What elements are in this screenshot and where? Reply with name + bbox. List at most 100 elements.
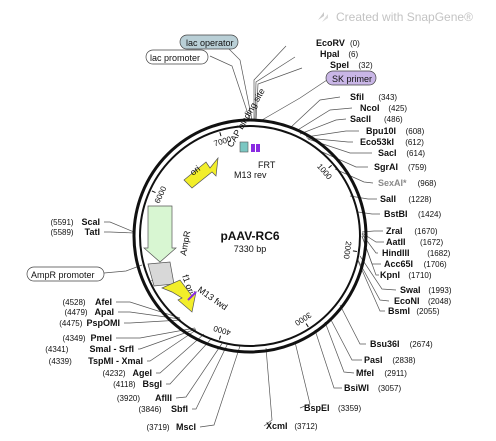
site-name: SacII bbox=[350, 114, 371, 124]
feature-lac-operator[interactable]: lac operator bbox=[179, 34, 239, 50]
feature-ori[interactable]: ori bbox=[183, 156, 219, 189]
site-position: (425) bbox=[388, 104, 407, 113]
site-label[interactable]: ApaI(4479) bbox=[64, 307, 114, 317]
site-label[interactable]: AfeI(4528) bbox=[62, 297, 112, 307]
site-label[interactable]: SfiI(343) bbox=[350, 92, 397, 102]
site-label[interactable]: ScaI(5591) bbox=[50, 217, 100, 227]
plasmid-name: pAAV-RC6 bbox=[220, 229, 279, 243]
site-position: (32) bbox=[358, 61, 373, 70]
site-label[interactable]: TatI(5589) bbox=[50, 227, 100, 237]
site-position: (5589) bbox=[50, 228, 73, 237]
site-label[interactable]: AgeI(4232) bbox=[102, 368, 152, 378]
site-position: (1670) bbox=[414, 227, 437, 236]
site-position: (2674) bbox=[410, 340, 433, 349]
site-label[interactable]: AatII (1672) bbox=[386, 237, 443, 247]
site-name: XcmI bbox=[266, 421, 288, 431]
site-label[interactable]: XcmI (3712) bbox=[266, 421, 318, 431]
site-label[interactable]: Bsu36I(2674) bbox=[370, 339, 433, 349]
site-label[interactable]: ZraI(1670) bbox=[386, 226, 438, 236]
site-label[interactable]: SacII (486) bbox=[350, 114, 403, 124]
site-position: (1424) bbox=[418, 210, 441, 219]
site-label[interactable]: SpeI(32) bbox=[330, 60, 373, 70]
site-label[interactable]: SbfI(3846) bbox=[138, 404, 188, 414]
site-label[interactable]: Bpu10I(608) bbox=[366, 126, 425, 136]
ring-tick bbox=[151, 190, 156, 194]
site-name: MfeI bbox=[356, 368, 374, 378]
site-position: (1672) bbox=[420, 238, 443, 247]
ring-tick-label: 4000 bbox=[212, 323, 232, 337]
site-label[interactable]: HindIII(1682) bbox=[382, 248, 451, 258]
site-label[interactable]: AflII(3920) bbox=[117, 393, 172, 403]
site-name: KpnI bbox=[380, 270, 400, 280]
site-label[interactable]: EcoRV(0) bbox=[316, 38, 360, 48]
feature-ampr-label: AmpR bbox=[178, 229, 192, 256]
feature-ori-bottom[interactable] bbox=[161, 279, 197, 313]
site-name: SfiI bbox=[350, 92, 364, 102]
site-label[interactable]: Acc65I(1706) bbox=[384, 259, 447, 269]
ring-tick bbox=[352, 250, 357, 252]
site-label[interactable]: BsgI(4118) bbox=[113, 379, 162, 389]
site-name: EcoRV bbox=[316, 38, 345, 48]
sites-left: ScaI(5591)TatI(5589) AfeI(4528)ApaI(4479)… bbox=[45, 217, 196, 432]
site-name: AatII bbox=[386, 237, 406, 247]
site-position: (3712) bbox=[294, 422, 317, 431]
site-label[interactable]: SexAI*(968) bbox=[378, 178, 437, 188]
feature-sk-primer[interactable]: SK primer bbox=[325, 70, 377, 86]
site-label[interactable]: BsiWI(3057) bbox=[344, 383, 401, 393]
plasmid-size: 7330 bp bbox=[234, 244, 267, 254]
site-name: SalI bbox=[380, 194, 396, 204]
site-label[interactable]: SmaI - SrfI(4341) bbox=[45, 344, 134, 354]
site-label[interactable]: SacI(614) bbox=[378, 148, 425, 158]
site-position: (2048) bbox=[428, 297, 451, 306]
site-label[interactable]: MfeI (2911) bbox=[356, 368, 407, 378]
sites-right: EcoRV(0)HpaI(6)SpeI(32) SfiI(343)NcoI(425… bbox=[266, 38, 452, 431]
watermark-text: Created with SnapGene® bbox=[336, 10, 473, 24]
site-name: HindIII bbox=[382, 248, 410, 258]
site-position: (2911) bbox=[384, 369, 407, 378]
site-label[interactable]: MscI(3719) bbox=[146, 422, 196, 432]
site-label[interactable]: BstBI(1424) bbox=[384, 209, 441, 219]
site-name: AfeI bbox=[95, 297, 112, 307]
site-name: PspOMI bbox=[86, 318, 120, 328]
site-label[interactable]: PmeI(4349) bbox=[62, 333, 112, 343]
site-label[interactable]: SgrAI(759) bbox=[374, 162, 427, 172]
site-name: MscI bbox=[176, 422, 196, 432]
feature-frt[interactable]: FRT bbox=[251, 144, 276, 170]
outer-features: lac operator lac promoter SK primer AmpR… bbox=[26, 34, 377, 282]
site-name: TspMI - XmaI bbox=[88, 356, 143, 366]
plasmid-title: pAAV-RC6 7330 bp bbox=[220, 229, 279, 254]
site-name: SbfI bbox=[171, 404, 188, 414]
site-position: (3359) bbox=[338, 404, 361, 413]
site-label[interactable]: HpaI(6) bbox=[320, 49, 359, 59]
site-name: BsgI bbox=[142, 379, 162, 389]
feature-ampr-promoter[interactable]: AmpR promoter bbox=[26, 266, 105, 282]
site-name: SgrAI bbox=[374, 162, 398, 172]
feature-ampr[interactable]: AmpR bbox=[143, 205, 192, 263]
site-label[interactable]: Eco53kI(612) bbox=[360, 137, 424, 147]
site-label[interactable]: TspMI - XmaI(4339) bbox=[49, 356, 143, 366]
site-name: HpaI bbox=[320, 49, 340, 59]
ring-tick bbox=[305, 323, 309, 328]
site-label[interactable]: BsmI(2055) bbox=[388, 306, 440, 316]
site-name: SexAI* bbox=[378, 178, 407, 188]
site-label[interactable]: BspEI(3359) bbox=[304, 403, 361, 413]
site-label[interactable]: EcoNI(2048) bbox=[394, 296, 451, 306]
site-position: (486) bbox=[384, 115, 403, 124]
feature-ori-label: ori bbox=[188, 164, 202, 178]
feature-lac-promoter[interactable]: lac promoter bbox=[145, 49, 209, 65]
site-label[interactable]: SalI(1228) bbox=[380, 194, 432, 204]
sk-primer-label: SK primer bbox=[332, 74, 372, 84]
site-leaders bbox=[103, 45, 397, 428]
site-label[interactable]: NcoI(425) bbox=[360, 103, 407, 113]
feature-m13-rev[interactable]: M13 rev bbox=[234, 170, 267, 180]
site-position: (4341) bbox=[45, 345, 68, 354]
site-label[interactable]: SwaI(1993) bbox=[400, 285, 452, 295]
ring-tick bbox=[328, 164, 332, 169]
site-label[interactable]: KpnI(1710) bbox=[380, 270, 432, 280]
site-position: (614) bbox=[406, 149, 425, 158]
site-label[interactable]: PspOMI(4475) bbox=[59, 318, 120, 328]
site-name: PasI bbox=[364, 355, 383, 365]
site-label[interactable]: PasI(2838) bbox=[364, 355, 416, 365]
site-name: Acc65I bbox=[384, 259, 413, 269]
